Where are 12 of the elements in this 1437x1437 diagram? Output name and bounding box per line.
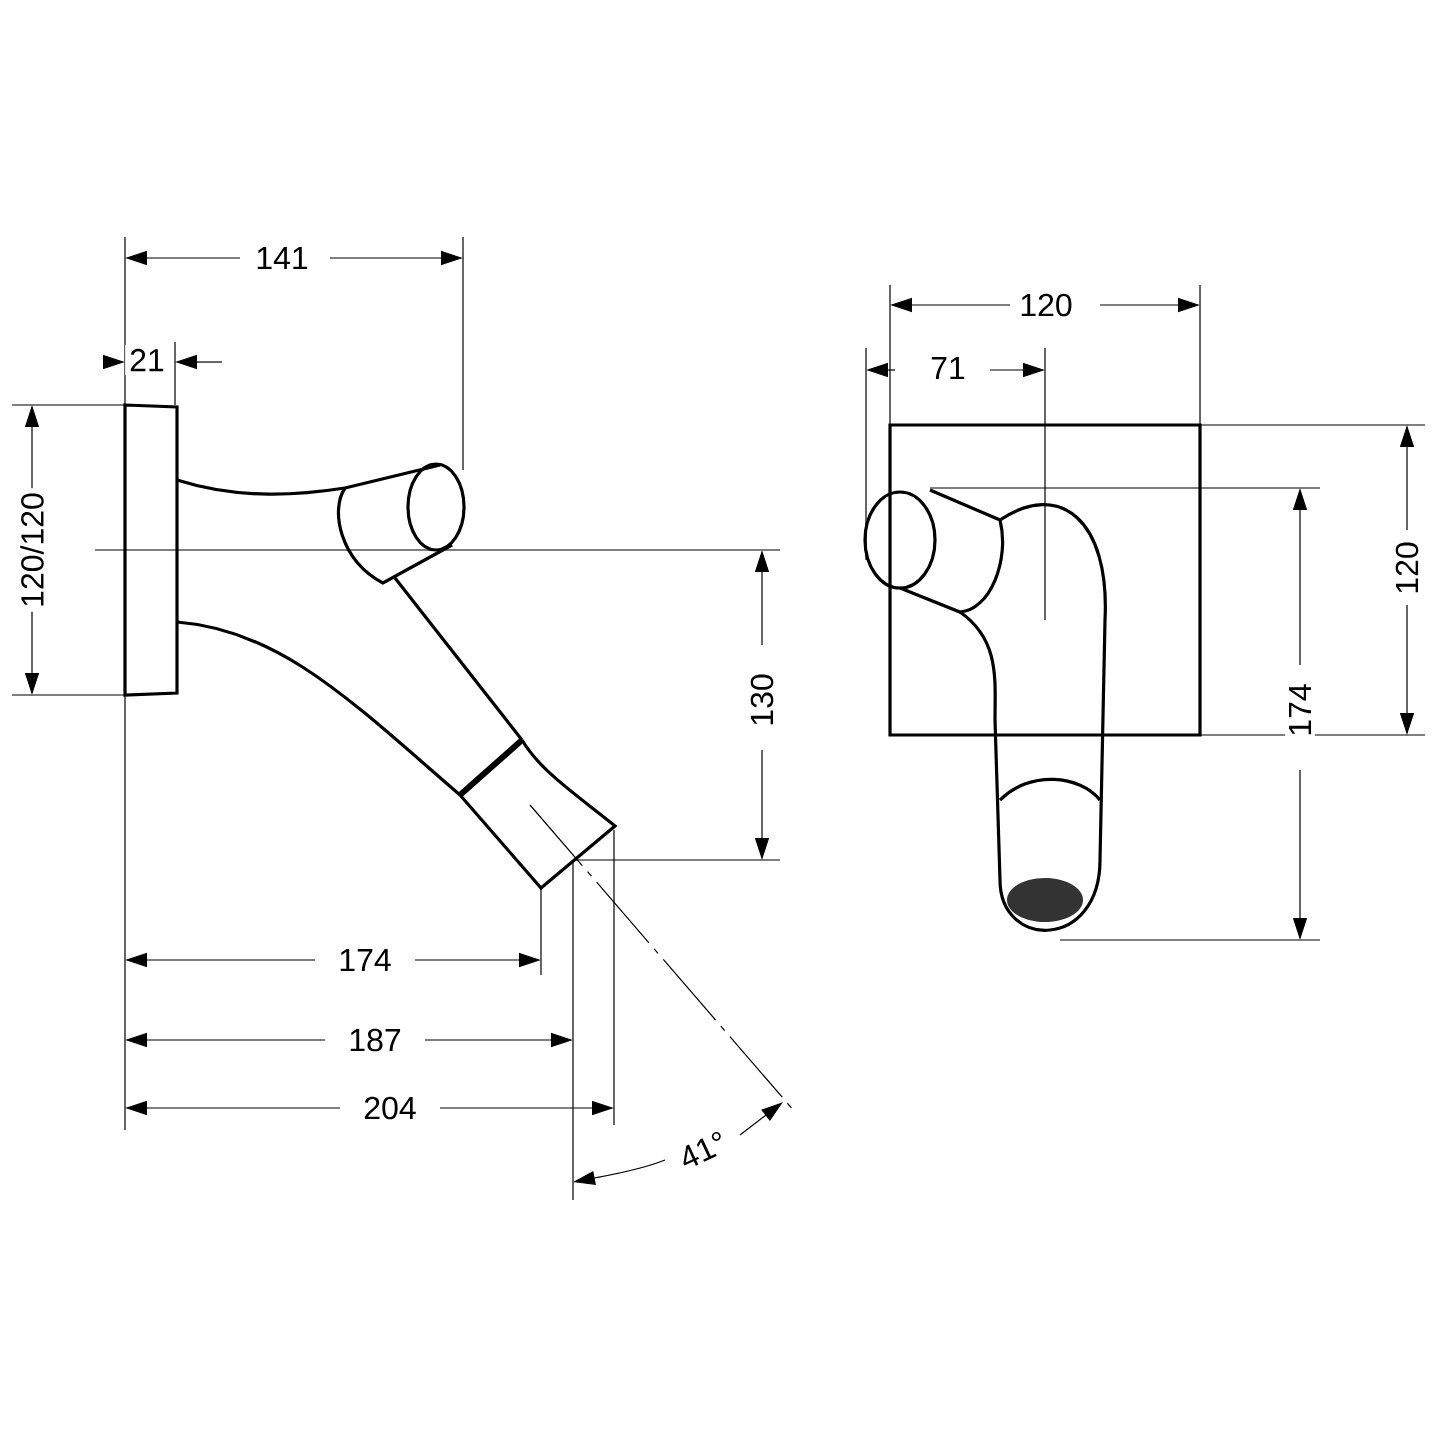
dimension-text: 141	[251, 243, 313, 273]
dimension-text: 41°	[671, 1124, 735, 1176]
dimension-text: 120/120	[16, 488, 48, 612]
dimension-text: 174	[334, 945, 396, 975]
dimension-text: 187	[344, 1024, 406, 1056]
dimension-text: 204	[359, 1092, 421, 1124]
dimension-text: 130	[746, 669, 778, 731]
dimension-text: 174	[1285, 679, 1315, 741]
dimension-text: 120	[1015, 289, 1077, 321]
dimension-text: 120	[1391, 537, 1423, 599]
dimension-text: 71	[926, 353, 970, 383]
dimension-text: 21	[125, 344, 169, 376]
